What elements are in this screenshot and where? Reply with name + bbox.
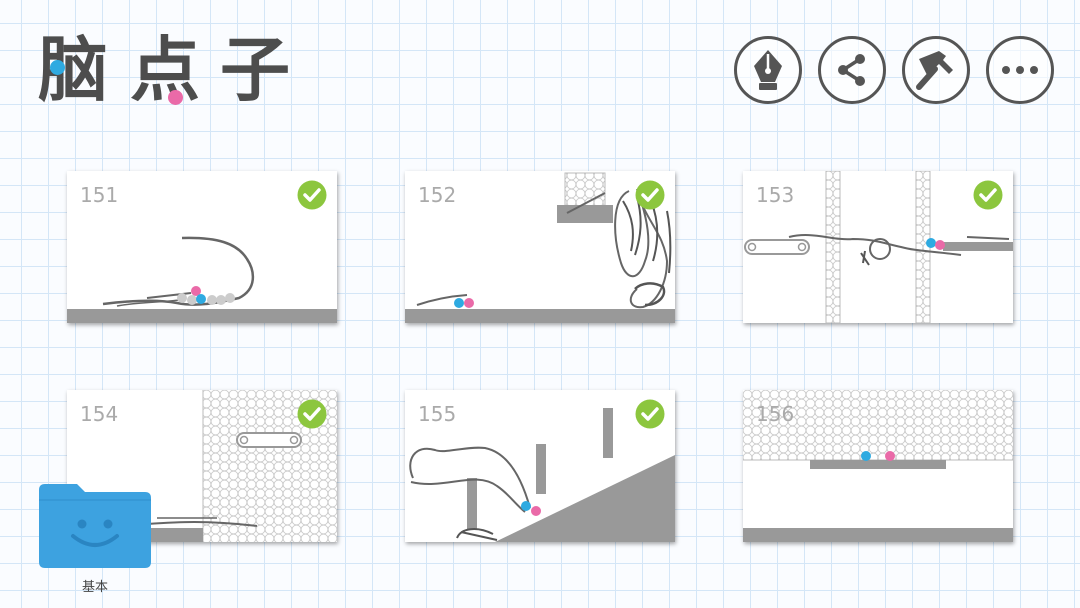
- check-icon: [635, 180, 665, 210]
- level-number: 156: [756, 402, 795, 426]
- level-card-156[interactable]: 156: [743, 390, 1013, 542]
- level-preview: [409, 408, 675, 542]
- check-icon: [297, 399, 327, 429]
- logo-blue-dot: [50, 60, 65, 75]
- level-card-153[interactable]: 153: [743, 171, 1013, 323]
- logo-char-1: 脑: [38, 29, 108, 111]
- level-preview: [744, 171, 1013, 323]
- hammer-button[interactable]: [902, 36, 970, 104]
- share-button[interactable]: [818, 36, 886, 104]
- logo-char-2: 点: [130, 29, 200, 111]
- level-number: 155: [418, 402, 457, 426]
- more-button[interactable]: [986, 36, 1054, 104]
- smiley-folder-icon[interactable]: [37, 482, 153, 568]
- level-number: 153: [756, 183, 795, 207]
- app-logo: 脑 点 子: [38, 30, 308, 110]
- logo-char-3: 子: [220, 29, 290, 111]
- hammer-icon: [916, 51, 953, 90]
- more-icon: [1002, 66, 1038, 74]
- check-icon: [297, 180, 327, 210]
- level-number: 154: [80, 402, 119, 426]
- pen-icon: [754, 50, 782, 90]
- share-icon: [838, 54, 865, 86]
- level-number: 152: [418, 183, 457, 207]
- check-icon: [635, 399, 665, 429]
- level-card-155[interactable]: 155: [405, 390, 675, 542]
- pen-button[interactable]: [734, 36, 802, 104]
- level-card-152[interactable]: 152: [405, 171, 675, 323]
- top-toolbar: [734, 36, 1054, 104]
- level-number: 151: [80, 183, 119, 207]
- check-icon: [973, 180, 1003, 210]
- level-preview: [743, 390, 1013, 542]
- logo-pink-dot: [168, 90, 183, 105]
- folder-label: 基本: [81, 580, 108, 595]
- level-preview: [67, 236, 337, 323]
- level-card-154[interactable]: 154: [67, 390, 337, 542]
- level-card-151[interactable]: 151: [67, 171, 337, 323]
